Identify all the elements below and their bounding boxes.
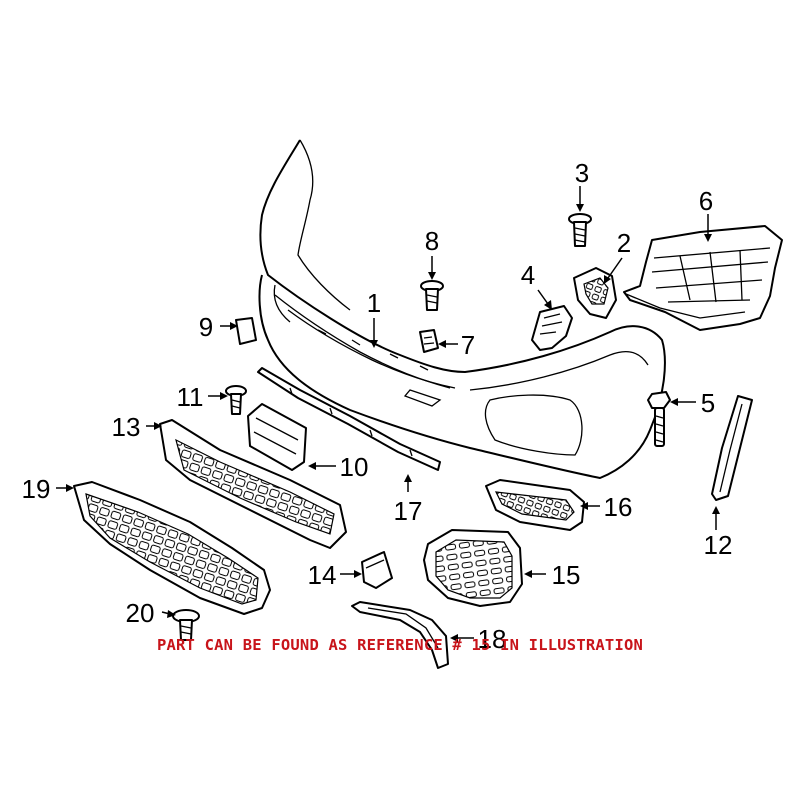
cap-14 bbox=[361, 551, 393, 589]
license-bracket-10 bbox=[247, 403, 307, 471]
leader-lines bbox=[56, 186, 720, 642]
clip-7 bbox=[419, 329, 439, 353]
callout-13: 13 bbox=[112, 412, 141, 442]
callout-20: 20 bbox=[126, 598, 155, 628]
callout-18: 18 bbox=[478, 624, 507, 654]
screw-3 bbox=[568, 213, 592, 247]
callout-2: 2 bbox=[617, 228, 631, 258]
bracket-4 bbox=[531, 305, 573, 351]
callout-15: 15 bbox=[552, 560, 581, 590]
callout-11: 11 bbox=[177, 382, 204, 412]
callout-3: 3 bbox=[575, 158, 589, 188]
callout-19: 19 bbox=[22, 474, 51, 504]
callout-16: 16 bbox=[604, 492, 633, 522]
bolt-5 bbox=[647, 391, 671, 447]
bolt-11 bbox=[225, 385, 247, 415]
trim-piece-18 bbox=[351, 601, 449, 669]
callout-5: 5 bbox=[701, 388, 715, 418]
fog-grille-15 bbox=[423, 529, 523, 607]
reference-note: PART CAN BE FOUND AS REFERENCE # 15 IN I… bbox=[156, 636, 644, 654]
screw-8 bbox=[420, 280, 444, 311]
trim-molding-17 bbox=[257, 367, 441, 471]
bumper-cover bbox=[258, 139, 666, 479]
callout-8: 8 bbox=[425, 226, 439, 256]
callout-14: 14 bbox=[308, 560, 337, 590]
callout-7: 7 bbox=[461, 330, 475, 360]
callout-1: 1 bbox=[367, 288, 381, 318]
callout-17: 17 bbox=[394, 496, 423, 526]
callout-4: 4 bbox=[521, 260, 535, 290]
callout-10: 10 bbox=[340, 452, 369, 482]
bracket-assembly-6 bbox=[623, 225, 783, 331]
trim-strip-12 bbox=[711, 395, 753, 501]
screw-20 bbox=[172, 609, 200, 641]
callout-labels: 1 2 3 4 5 6 7 8 9 10 11 12 13 14 15 16 1… bbox=[22, 158, 733, 654]
callout-6: 6 bbox=[699, 186, 713, 216]
callout-12: 12 bbox=[704, 530, 733, 560]
lower-grille-13 bbox=[159, 419, 347, 549]
air-duct-16 bbox=[485, 479, 585, 531]
plate-9 bbox=[235, 317, 257, 345]
callout-9: 9 bbox=[199, 312, 213, 342]
main-grille-19 bbox=[73, 481, 271, 615]
